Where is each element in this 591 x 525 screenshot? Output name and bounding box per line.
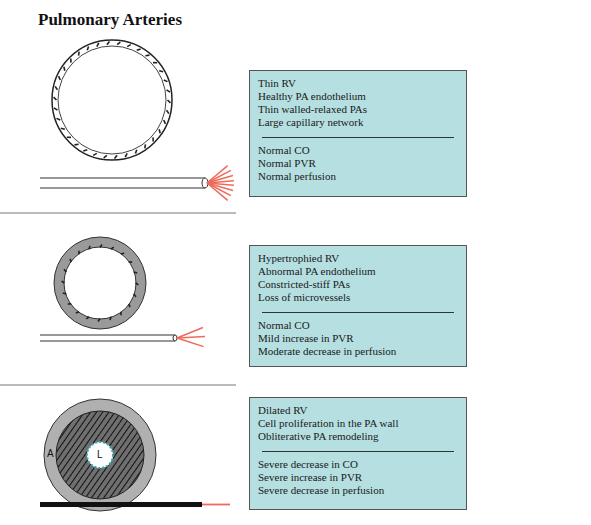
box-text: Thin walled-relaxed PAs <box>258 103 458 116</box>
box-text: Normal CO <box>258 144 458 157</box>
box-text: Cell proliferation in the PA wall <box>258 417 458 430</box>
box-text: Severe decrease in CO <box>258 458 458 471</box>
box-text: Normal perfusion <box>258 170 458 183</box>
row-separator <box>0 213 236 214</box>
narrowed-lumen <box>87 442 113 468</box>
figure-title: Pulmonary Arteries <box>38 10 182 30</box>
info-box: Hypertrophied RVAbnormal PA endotheliumC… <box>249 245 467 367</box>
adventitia <box>44 399 156 511</box>
box-text: Thin RV <box>258 77 458 90</box>
divider-rule <box>262 451 454 452</box>
box-text: Healthy PA endothelium <box>258 90 458 103</box>
vessel-tube <box>40 502 202 507</box>
box-text: Moderate decrease in perfusion <box>258 345 458 358</box>
box-text: Dilated RV <box>258 404 458 417</box>
box-text: Obliterative PA remodeling <box>258 430 458 443</box>
vessel-tube <box>173 335 177 341</box>
region-label: L <box>97 450 103 460</box>
box-text: Mild increase in PVR <box>258 332 458 345</box>
artery-wall <box>54 237 146 329</box>
row-separator <box>0 385 236 386</box>
divider-rule <box>262 137 454 138</box>
artery-wall <box>52 40 172 160</box>
box-text: Loss of microvessels <box>258 291 458 304</box>
divider-rule <box>262 312 454 313</box>
box-text: Normal CO <box>258 319 458 332</box>
artery-lumen <box>58 46 166 154</box>
box-text: Large capillary network <box>258 116 458 129</box>
proliferating-wall <box>56 411 144 499</box>
box-text: Severe decrease in perfusion <box>258 484 458 497</box>
artery-lumen <box>64 247 136 319</box>
region-label: A <box>47 449 54 459</box>
box-text: Abnormal PA endothelium <box>258 265 458 278</box>
box-text: Constricted-stiff PAs <box>258 278 458 291</box>
info-box: Thin RVHealthy PA endotheliumThin walled… <box>249 70 467 197</box>
box-text: Hypertrophied RV <box>258 252 458 265</box>
box-text: Normal PVR <box>258 157 458 170</box>
box-text: Severe increase in PVR <box>258 471 458 484</box>
info-box: Dilated RVCell proliferation in the PA w… <box>249 397 467 510</box>
